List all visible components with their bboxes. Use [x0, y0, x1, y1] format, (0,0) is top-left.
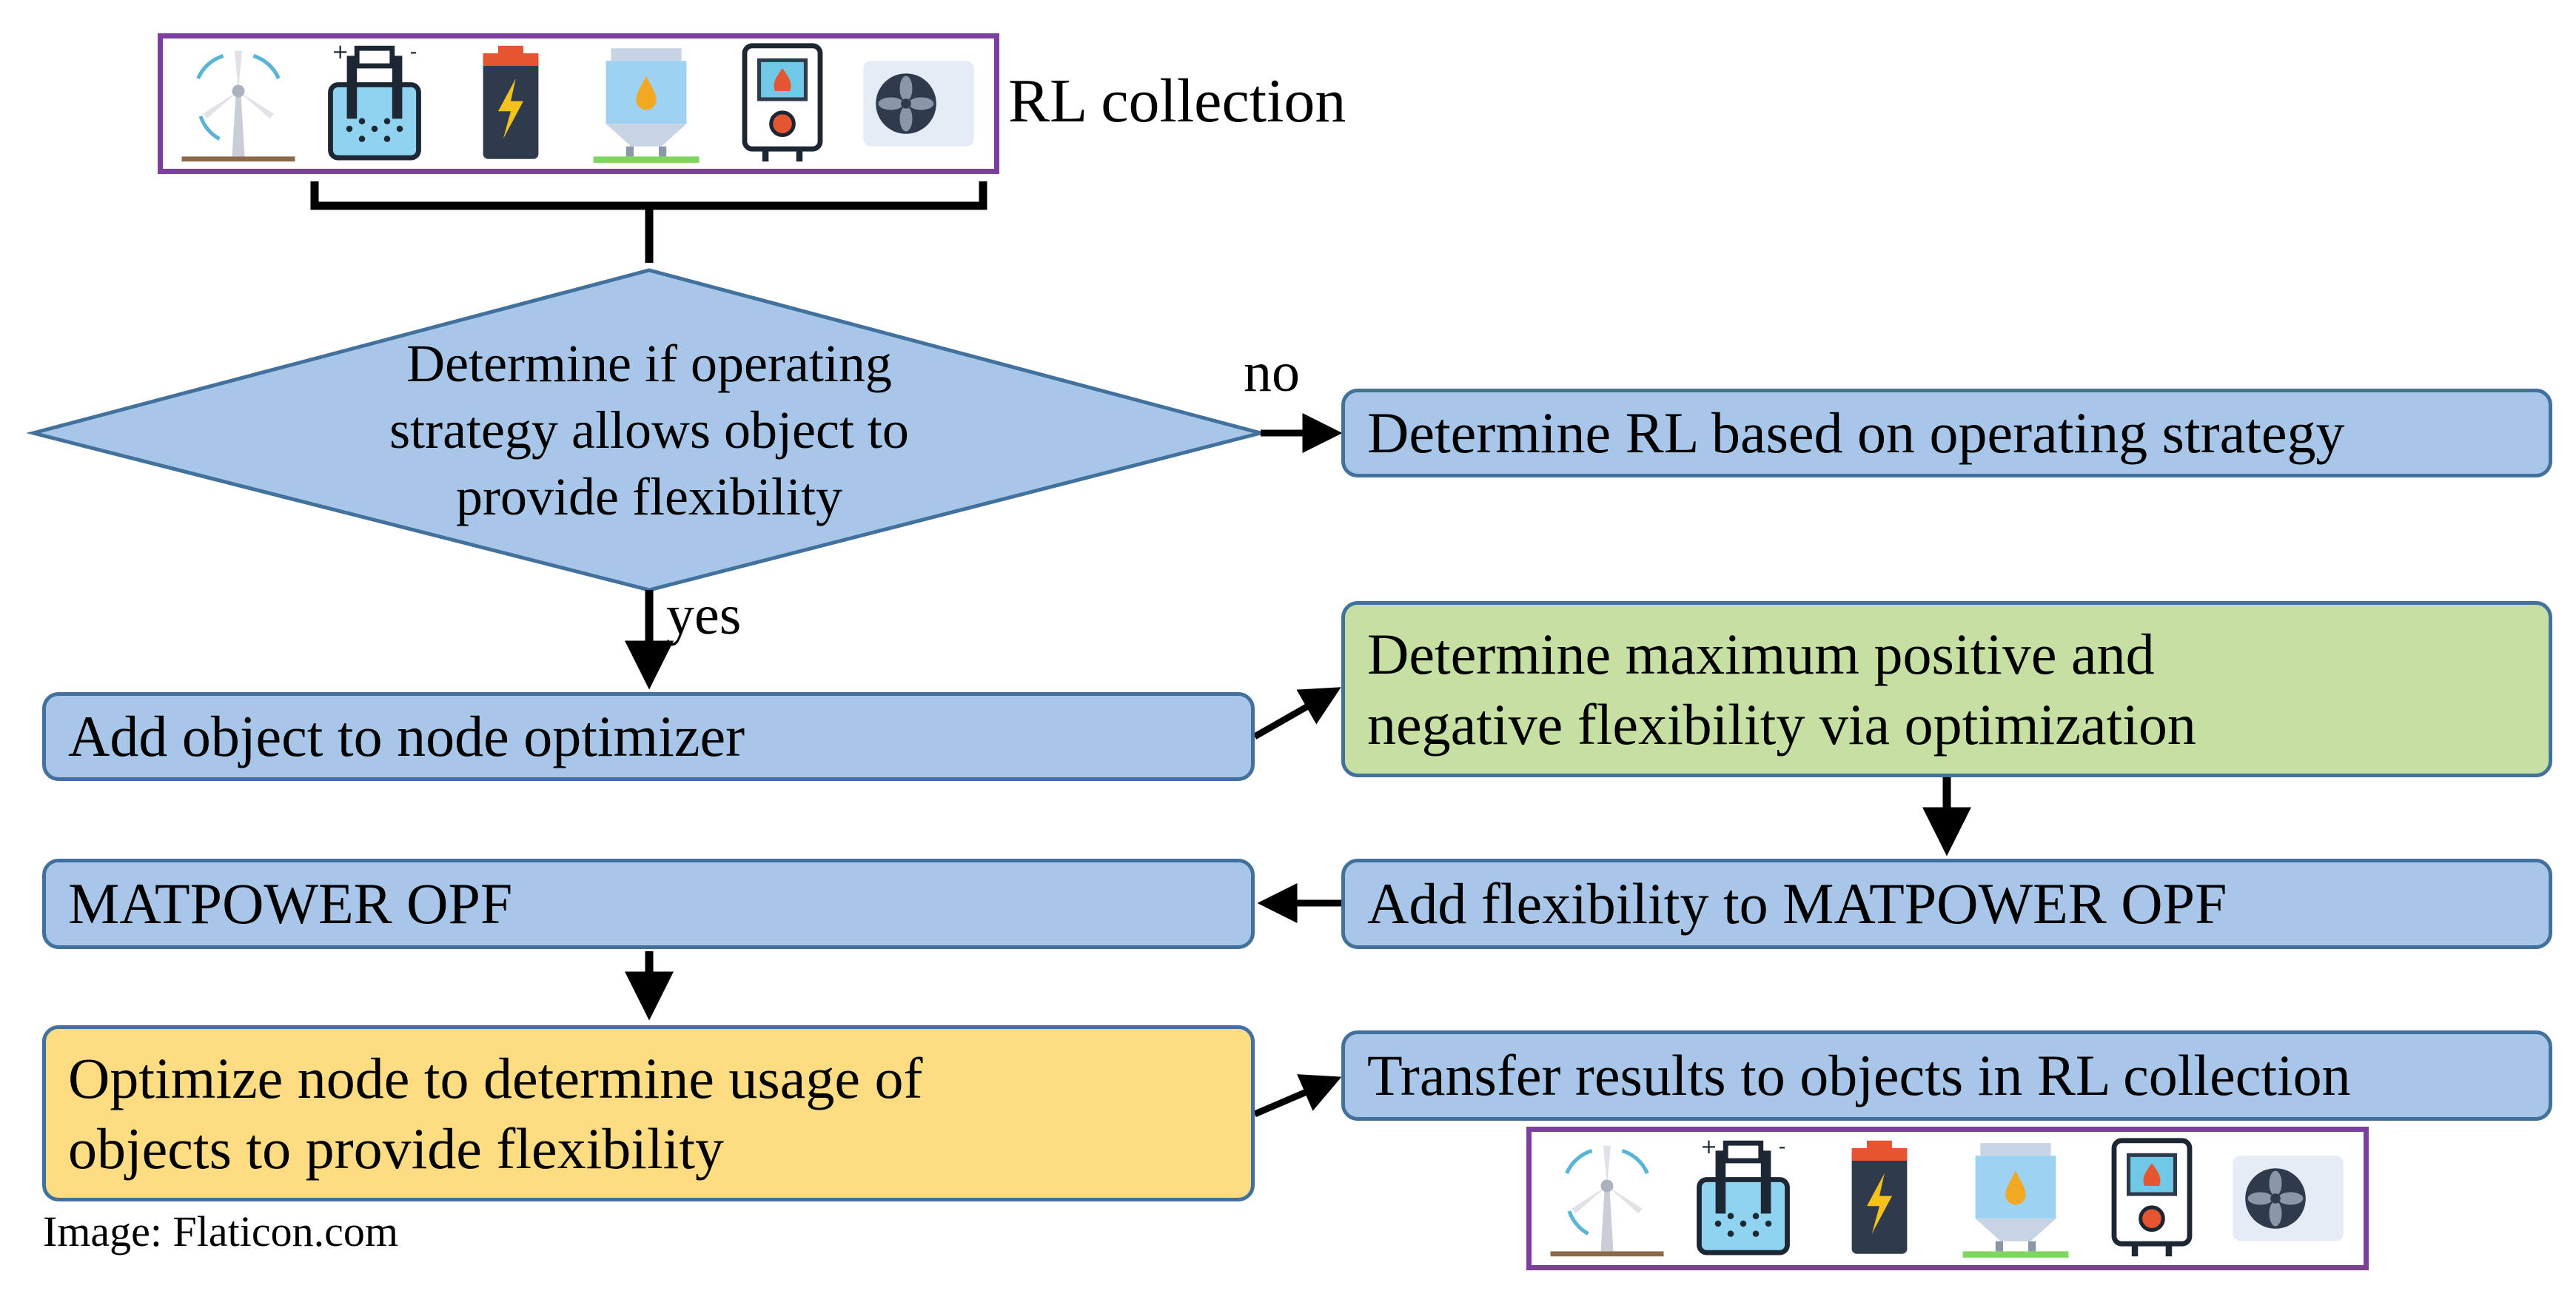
optimize-node-box: Optimize node to determine usage of obje…	[42, 1025, 1255, 1201]
add-to-optimizer-box: Add object to node optimizer	[42, 692, 1255, 781]
svg-text:-: -	[1779, 1136, 1786, 1159]
yes-label: yes	[666, 584, 742, 646]
heat-pump-icon	[2111, 1138, 2193, 1257]
add-to-optimizer-text: Add object to node optimizer	[68, 704, 745, 769]
rl-by-strategy-text: Determine RL based on operating strategy	[1367, 400, 2345, 466]
max-flexibility-box: Determine maximum positive and negative …	[1341, 601, 2552, 777]
air-conditioner-icon	[863, 61, 974, 147]
storage-tank-icon	[593, 48, 700, 163]
rl-by-strategy-box: Determine RL based on operating strategy	[1341, 389, 2552, 477]
decision-line-1: Determine if operating	[406, 334, 892, 393]
decision-text: Determine if operating strategy allows o…	[274, 330, 1024, 530]
heat-pump-icon	[742, 43, 823, 162]
air-conditioner-icon	[2233, 1156, 2344, 1241]
rl-collection-bottom: + -	[1526, 1127, 2369, 1270]
transfer-results-text: Transfer results to objects in RL collec…	[1367, 1043, 2351, 1108]
image-credit: Image: Flaticon.com	[43, 1207, 398, 1255]
decision-line-3: provide flexibility	[456, 467, 842, 526]
svg-text:+: +	[332, 41, 349, 64]
battery-icon	[1851, 1140, 1908, 1254]
electrolyzer-icon: + -	[1697, 1136, 1790, 1255]
electrolyzer-icon: + -	[327, 41, 421, 161]
wind-turbine-icon	[1550, 1145, 1664, 1257]
max-flexibility-line-1: Determine maximum positive and	[1367, 621, 2155, 686]
transfer-results-box: Transfer results to objects in RL collec…	[1341, 1030, 2552, 1121]
wind-turbine-icon	[181, 50, 295, 162]
arrow-optimize-to-transfer	[1253, 1074, 1342, 1118]
optimize-node-line-2: objects to provide flexibility	[68, 1116, 724, 1181]
optimize-node-line-1: Optimize node to determine usage of	[68, 1045, 923, 1110]
arrow-optimizer-to-maxflex	[1252, 687, 1341, 740]
add-flexibility-opf-box: Add flexibility to MATPOWER OPF	[1341, 859, 2552, 949]
matpower-opf-text: MATPOWER OPF	[68, 871, 513, 936]
rl-collection-top: + -	[158, 33, 999, 174]
rl-collection-label: RL collection	[1008, 67, 1346, 135]
collection-bracket	[310, 181, 987, 210]
matpower-opf-box: MATPOWER OPF	[42, 859, 1255, 949]
svg-text:+: +	[1700, 1136, 1717, 1159]
decision-line-2: strategy allows object to	[389, 400, 909, 460]
max-flexibility-line-2: negative flexibility via optimization	[1367, 692, 2196, 757]
no-label: no	[1244, 341, 1300, 403]
svg-text:-: -	[409, 41, 417, 64]
storage-tank-icon	[1962, 1143, 2069, 1258]
battery-icon	[483, 45, 538, 159]
add-flexibility-opf-text: Add flexibility to MATPOWER OPF	[1367, 871, 2227, 936]
